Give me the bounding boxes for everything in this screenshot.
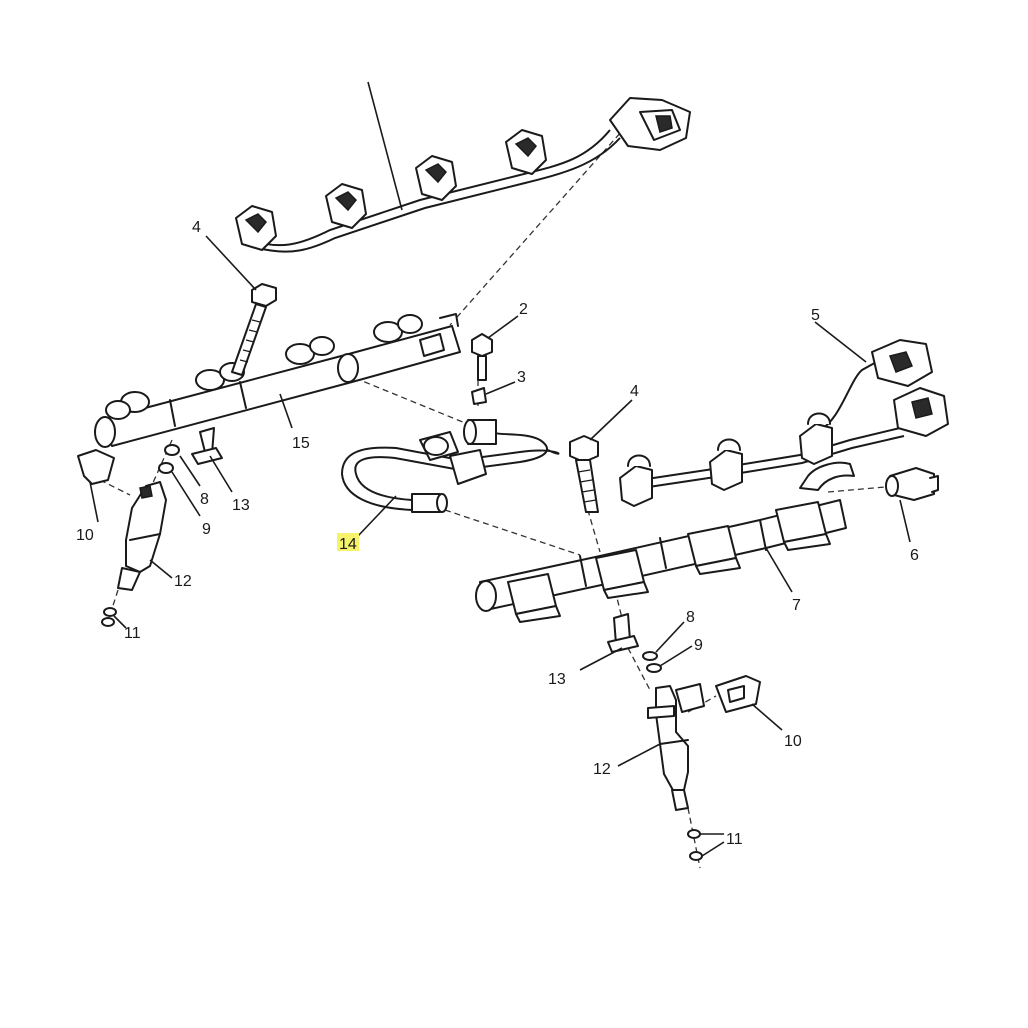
callout-15: 15 (292, 435, 310, 452)
right-harness-end-connector (893, 387, 949, 437)
callout-highlight (337, 533, 359, 551)
crossover-bracket (419, 431, 487, 485)
callout-4-left: 4 (192, 219, 201, 236)
callout-7: 7 (792, 597, 801, 614)
left-rail-bolt (231, 283, 277, 376)
left-fuel-rail (94, 283, 461, 474)
right-injector-clip (715, 675, 761, 713)
callout-13-left: 13 (232, 497, 250, 514)
harness-connector-2 (325, 183, 367, 229)
callout-4-right: 4 (630, 383, 639, 400)
right-injector-wire-harness (619, 339, 949, 507)
harness-connector-3 (415, 155, 457, 201)
right-harness-connector-3 (799, 412, 833, 465)
callout-11-left: 11 (124, 625, 141, 642)
callout-9-right: 9 (694, 637, 703, 654)
crossover-pipe-end (463, 419, 497, 445)
right-o-ring-upper (642, 651, 658, 661)
leader-lines (89, 81, 911, 857)
callout-14: 14 (339, 536, 357, 553)
callout-labels: 4 2 3 5 4 15 8 13 9 10 12 11 14 6 7 8 9 … (76, 219, 919, 848)
right-fuel-rail (475, 435, 855, 623)
callout-12-right: 12 (593, 761, 611, 778)
left-lower-o-rings (101, 607, 117, 627)
callout-5: 5 (811, 307, 820, 324)
right-rail-injector-pod-1 (507, 573, 561, 623)
rail-injector-cup-4 (373, 314, 423, 343)
right-rail-bolt (569, 435, 599, 513)
right-rail-injector-pod-4 (775, 501, 831, 551)
callout-11-right: 11 (726, 831, 743, 848)
left-o-ring-lower (158, 462, 174, 474)
crossover-bolt (471, 333, 493, 381)
left-injector-clip (77, 449, 115, 485)
alignment-lines (99, 104, 886, 869)
right-o-ring-lower (646, 663, 662, 673)
callout-12-left: 12 (174, 573, 192, 590)
rail-injector-cup-1 (105, 391, 150, 420)
right-rail-injector-pod-2 (595, 549, 649, 599)
right-fuel-injector (647, 683, 705, 811)
callout-10-left: 10 (76, 527, 94, 544)
harness-main-connector (609, 97, 691, 151)
callout-8-right: 8 (686, 609, 695, 626)
right-rail-spacer (607, 613, 639, 653)
callout-13-right: 13 (548, 671, 566, 688)
callout-10-right: 10 (784, 733, 802, 750)
left-fuel-injector (117, 481, 167, 591)
callout-6: 6 (910, 547, 919, 564)
right-harness-connector-1 (619, 454, 653, 507)
left-injector-wire-harness (235, 97, 691, 253)
right-rail-injector-pod-3 (687, 525, 741, 575)
right-harness-main-connector (871, 339, 933, 387)
right-lower-o-rings (687, 829, 703, 861)
callout-2: 2 (519, 301, 528, 318)
right-harness-connector-2 (709, 438, 743, 491)
callout-9-left: 9 (202, 521, 211, 538)
right-rail-bracket (799, 461, 855, 491)
harness-connector-4 (505, 129, 547, 175)
fuel-pressure-sensor (885, 467, 939, 501)
harness-connector-1 (235, 205, 277, 251)
left-o-ring-upper (164, 444, 180, 456)
callout-3: 3 (517, 369, 526, 386)
rail-injector-cup-3 (285, 336, 335, 365)
left-rail-spacer (191, 427, 223, 465)
fuel-crossover-pipe (340, 419, 560, 513)
crossover-nut (471, 387, 487, 405)
callout-8-left: 8 (200, 491, 209, 508)
